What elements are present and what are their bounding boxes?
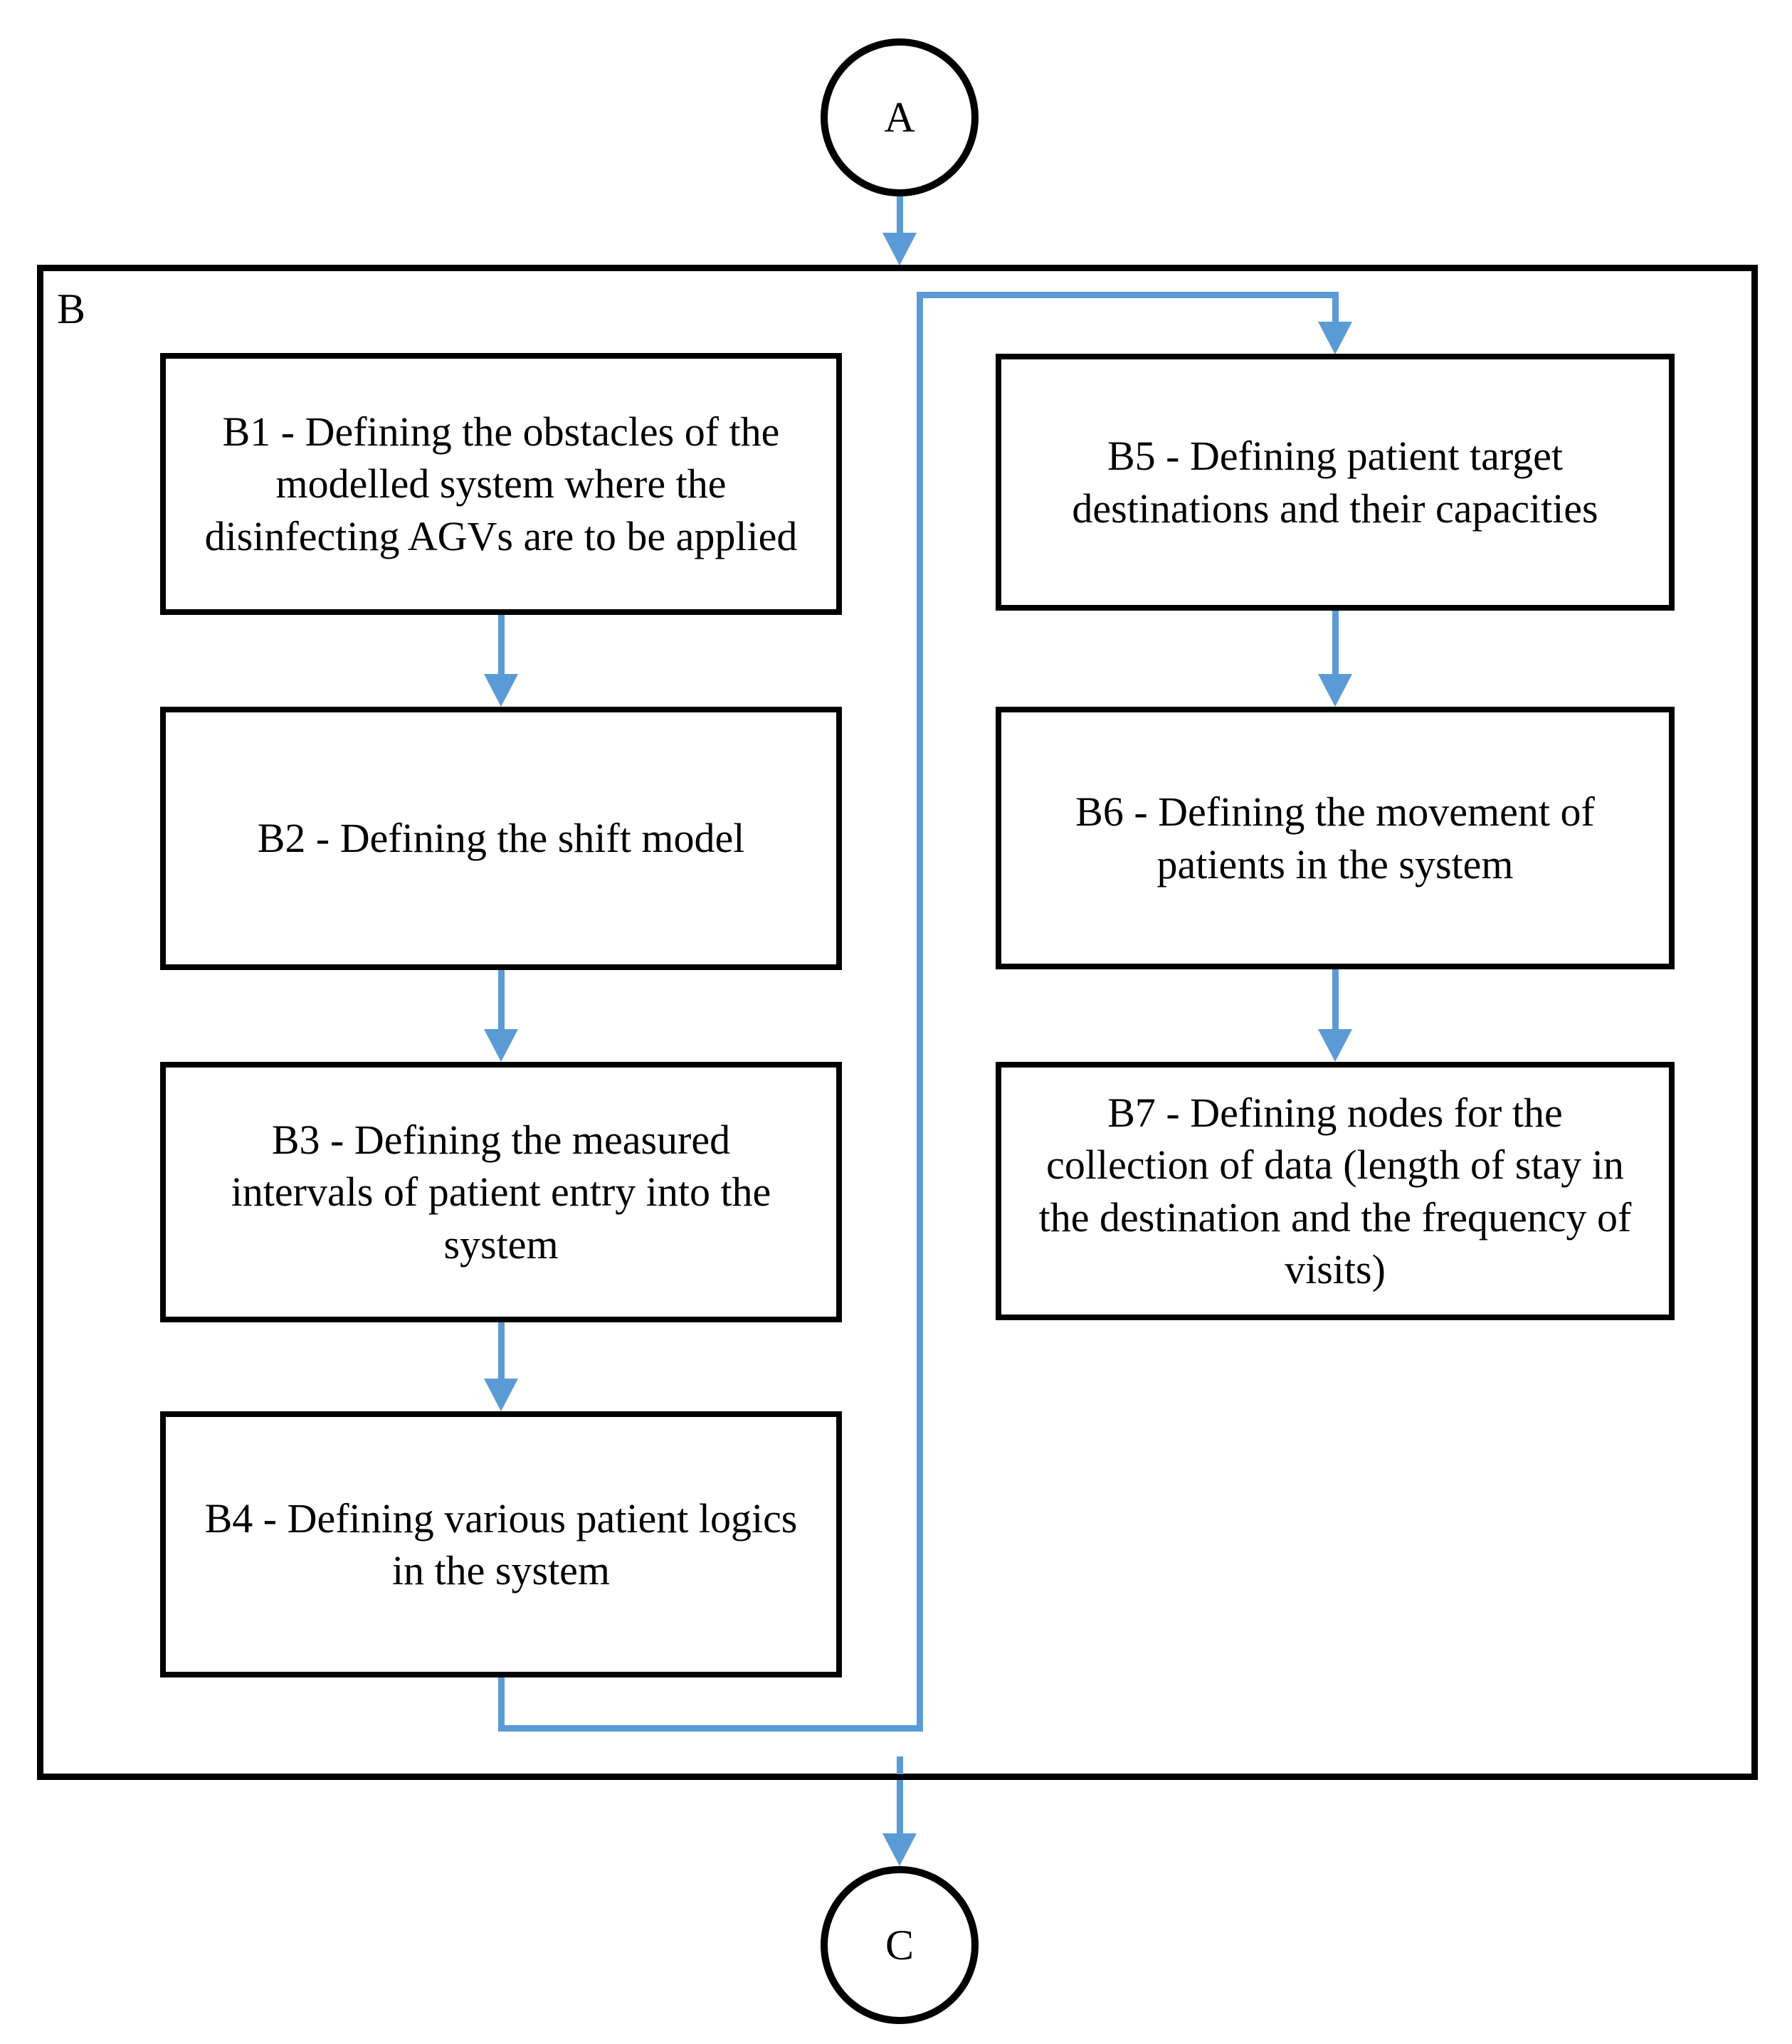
connector-b4-to-b5-segment-bottom bbox=[498, 1725, 923, 1732]
arrow-b1-to-b2-arrowhead-icon bbox=[484, 674, 518, 707]
arrow-b6-to-b7-line bbox=[1332, 969, 1339, 1031]
connector-b4-to-b5-segment-top bbox=[917, 292, 1339, 298]
end-node-c: C bbox=[821, 1866, 979, 2024]
start-node-a: A bbox=[821, 38, 979, 196]
flow-box-b5: B5 - Defining patient target destination… bbox=[996, 354, 1675, 611]
end-node-c-label: C bbox=[885, 1921, 915, 1969]
flow-box-b1: B1 - Defining the obstacles of the model… bbox=[160, 353, 842, 615]
flow-box-b4: B4 - Defining various patient logics in … bbox=[160, 1411, 842, 1677]
arrow-b2-to-b3-line bbox=[498, 970, 505, 1031]
arrow-b5-to-b6-arrowhead-icon bbox=[1318, 674, 1352, 707]
arrow-b3-to-b4-arrowhead-icon bbox=[484, 1379, 518, 1411]
arrow-b6-to-b7-arrowhead-icon bbox=[1318, 1029, 1352, 1062]
arrow-b1-to-b2-line bbox=[498, 615, 505, 675]
container-b-label: B bbox=[57, 285, 86, 332]
flow-box-b2-text: B2 - Defining the shift model bbox=[257, 815, 745, 862]
arrow-b-to-c-line bbox=[897, 1780, 903, 1835]
flow-box-b6: B6 - Defining the movement of patients i… bbox=[996, 707, 1675, 969]
flow-box-b4-text: B4 - Defining various patient logics in … bbox=[204, 1495, 798, 1593]
flow-box-b5-text: B5 - Defining patient target destination… bbox=[1072, 433, 1598, 532]
arrow-b-to-c-arrowhead-icon bbox=[882, 1833, 917, 1866]
connector-b4-to-b5-segment-down bbox=[498, 1677, 505, 1732]
flow-box-b2: B2 - Defining the shift model bbox=[160, 707, 842, 970]
flow-box-b7: B7 - Defining nodes for the collection o… bbox=[996, 1062, 1675, 1320]
arrow-a-to-b-line bbox=[897, 196, 903, 233]
connector-b4-to-b5-segment-drop bbox=[1332, 292, 1339, 325]
arrow-a-to-b-arrowhead-icon bbox=[882, 233, 917, 265]
arrow-b2-to-b3-arrowhead-icon bbox=[484, 1029, 518, 1062]
arrow-b3-to-b4-line bbox=[498, 1322, 505, 1380]
flow-box-b6-text: B6 - Defining the movement of patients i… bbox=[1075, 789, 1595, 887]
arrow-b5-to-b6-line bbox=[1332, 611, 1339, 675]
connector-b4-to-b5-segment-middle-vertical bbox=[917, 292, 923, 1732]
flow-box-b1-text: B1 - Defining the obstacles of the model… bbox=[204, 409, 798, 559]
start-node-a-label: A bbox=[884, 93, 915, 141]
flow-box-b3-text: B3 - Defining the measured intervals of … bbox=[231, 1117, 771, 1268]
arrow-b-to-c-stub-line bbox=[897, 1756, 903, 1774]
flow-box-b3: B3 - Defining the measured intervals of … bbox=[160, 1062, 842, 1322]
connector-b4-to-b5-arrowhead-icon bbox=[1318, 322, 1352, 354]
flow-box-b7-text: B7 - Defining nodes for the collection o… bbox=[1038, 1090, 1632, 1292]
